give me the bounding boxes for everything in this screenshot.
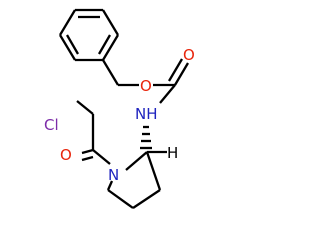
bond-pyr-c5-n bbox=[106, 180, 114, 191]
bond-n-amide-carbon bbox=[92, 149, 111, 165]
pyrrolidine-ring bbox=[106, 151, 162, 209]
bond-amide-carbonyl-a bbox=[81, 148, 94, 155]
amide-oxygen-label: O bbox=[60, 146, 72, 164]
bond-benzyl-ch2 bbox=[102, 59, 119, 86]
ether-oxygen-label: O bbox=[140, 77, 152, 95]
bond-carbamate-carbonyl-b bbox=[168, 58, 183, 82]
amide-nh-label: NH bbox=[135, 105, 158, 123]
bond-ring-double-2 bbox=[98, 34, 111, 55]
ring-nitrogen-label: N bbox=[108, 166, 119, 184]
bond-ring-3 bbox=[102, 34, 119, 61]
stereo-hydrogen-label: H bbox=[167, 144, 178, 162]
carbamate-oxygen-label: O bbox=[183, 46, 195, 64]
bond-pyr-ch-c3 bbox=[145, 151, 162, 191]
bond-ch2-cl bbox=[76, 100, 94, 115]
molecule-structure: O O NH H N O Cl bbox=[44, 8, 195, 209]
bond-amide-carbonyl-b bbox=[81, 155, 94, 162]
hashed-stereo-bond bbox=[140, 125, 152, 150]
bond-ring-6 bbox=[59, 9, 76, 36]
bond-carbamate-carbonyl-a bbox=[174, 62, 189, 86]
chlorine-label: Cl bbox=[44, 116, 59, 134]
bond-ring-double-3 bbox=[66, 34, 79, 55]
bond-ring-2 bbox=[102, 9, 119, 36]
benzene-ring bbox=[59, 8, 119, 62]
bond-carbamate-carbon-nh bbox=[159, 84, 176, 104]
bond-ring-5 bbox=[59, 34, 76, 61]
bond-pyr-c3-c4 bbox=[132, 189, 161, 209]
bond-pyr-ch-n bbox=[125, 151, 148, 171]
bond-pyr-c4-c5 bbox=[107, 189, 134, 209]
